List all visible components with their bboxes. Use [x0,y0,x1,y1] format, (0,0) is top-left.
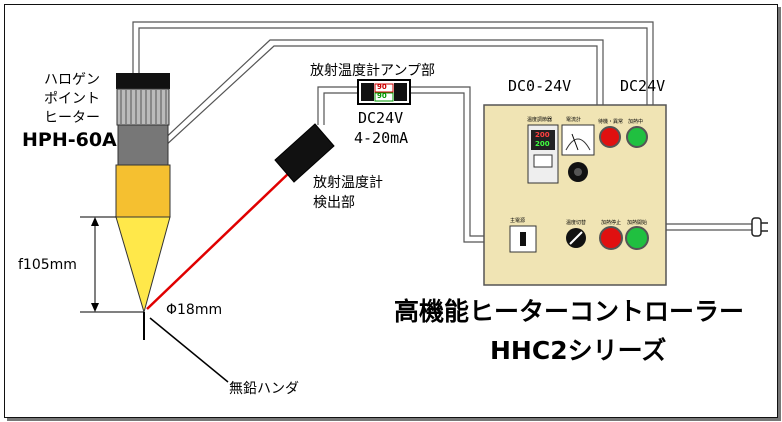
panel-start-label: 加熱開始 [627,220,648,226]
thermometer-sensor-head [274,123,335,183]
panel-heating-label: 加熱中 [628,119,644,125]
measurement-beam [146,171,291,310]
amp-display-top: 90 [377,83,387,91]
heater-name-line1: ハロゲン [44,72,100,88]
panel-ammeter-label: 電流計 [566,117,582,123]
heater-model: HPH-60A [22,129,117,151]
panel-temp-display-bottom: 200 [535,140,550,148]
focal-length-label: f105mm [18,257,77,273]
controller-power-right: DC24V [620,77,666,95]
spot-diameter-label: Φ18mm [166,302,223,318]
controller-series: HHC2シリーズ [490,336,667,365]
halogen-heater [115,73,171,340]
solder-pointer [149,317,229,383]
amp-power-label: DC24V [358,109,404,127]
amplifier-unit [357,79,411,105]
panel-standby-label: 待機・異常 [598,119,624,125]
panel-temp-controller-label: 温度調節器 [527,117,553,123]
sensor-label-line1: 放射温度計 [313,175,383,191]
controller-title: 高機能ヒーターコントローラー [394,297,745,326]
amp-display-bottom: 90 [377,92,387,100]
panel-selector-label: 温度切替 [566,220,587,226]
heater-name-line3: ヒーター [44,110,100,126]
cables [132,21,752,243]
panel-temp-display-top: 200 [535,131,550,139]
power-plug-icon [751,217,768,237]
panel-main-power-label: 主電源 [510,218,526,224]
heater-name-line2: ポイント [44,91,100,107]
panel-stop-label: 加熱停止 [601,220,622,226]
amp-title: 放射温度計アンプ部 [310,63,436,79]
controller-box [483,104,667,286]
amp-signal-label: 4-20mA [354,129,409,147]
focal-dimension [80,216,144,313]
controller-power-left: DC0-24V [508,77,572,95]
sensor-label-line2: 検出部 [313,195,355,211]
solder-label: 無鉛ハンダ [229,381,299,397]
